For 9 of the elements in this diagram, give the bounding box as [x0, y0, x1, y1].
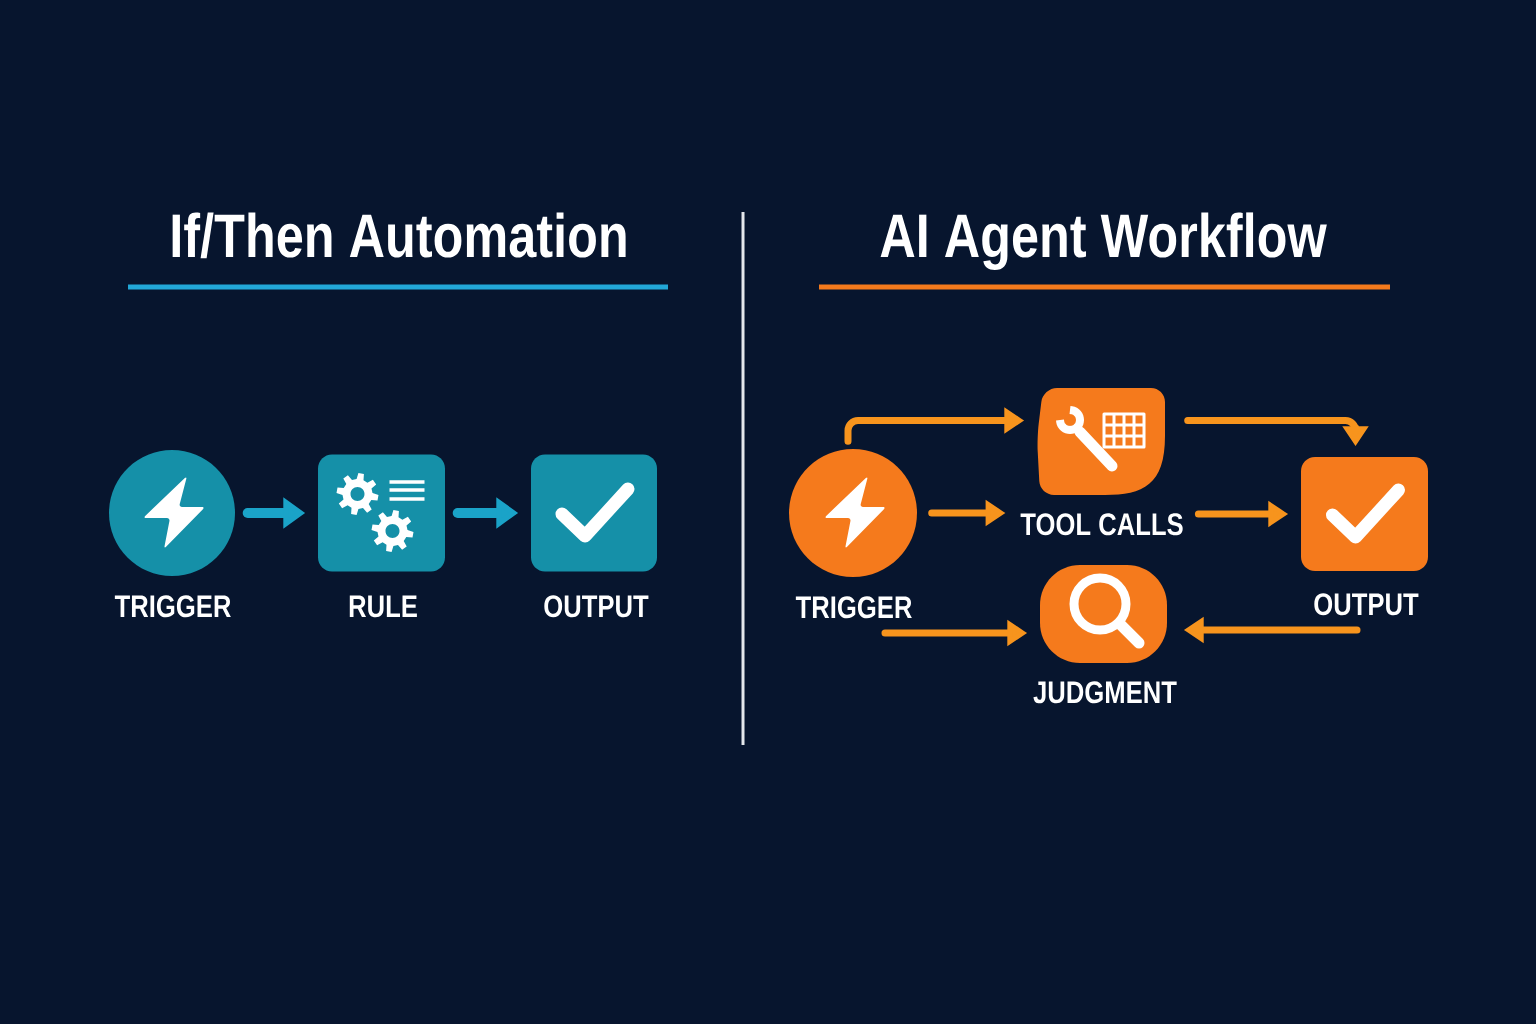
node-label: JUDGMENT: [1033, 681, 1177, 704]
node-label: OUTPUT: [1314, 593, 1419, 616]
node-label: TRIGGER: [795, 596, 912, 619]
heading: AI Agent Workflow: [880, 212, 1327, 270]
node-label: OUTPUT: [544, 595, 649, 618]
node-label: TRIGGER: [114, 595, 231, 618]
heading: If/Then Automation: [172, 212, 626, 259]
node-label: TOOL CALLS: [1020, 513, 1183, 536]
node-label: RULE: [349, 595, 417, 618]
